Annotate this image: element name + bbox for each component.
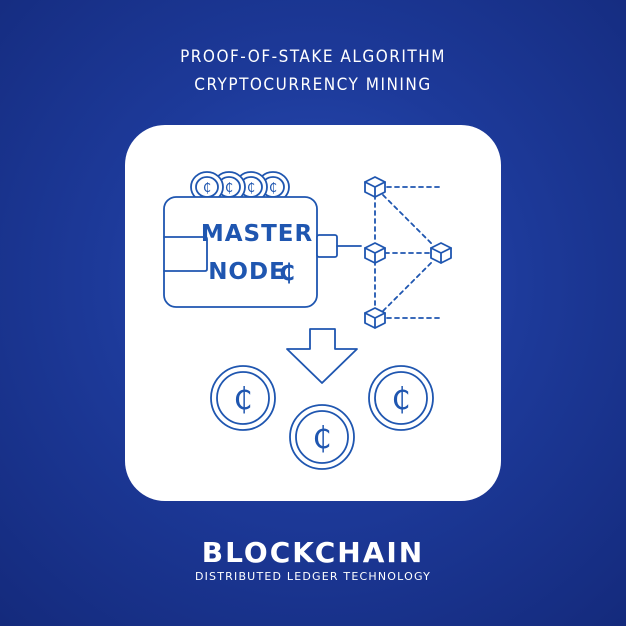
title-line-2: CRYPTOCURRENCY MINING [194,75,432,95]
brand-name: BLOCKCHAIN [201,536,425,569]
illustration-card: ₵ ₵ ₵ ₵ [125,125,501,501]
node-coin-symbol: ₵ [279,260,295,286]
wallet-icon [163,196,362,308]
title-line-1: PROOF-OF-STAKE ALGORITHM [180,47,446,67]
brand-tagline: DISTRIBUTED LEDGER TECHNOLOGY [194,570,432,583]
wallet-label-node: NODE [208,259,286,285]
coin-symbol: ₵ [247,181,255,196]
coin-icon: ₵ [368,365,434,431]
coin-symbol: ₵ [203,181,211,196]
coin-symbol: ₵ [312,421,331,456]
coin-symbol: ₵ [269,181,277,196]
coin-stack-icon: ₵ ₵ ₵ ₵ [190,171,290,203]
down-arrow-icon [286,328,358,384]
master-node-illustration: ₵ ₵ ₵ ₵ [163,171,452,470]
coin-symbol: ₵ [225,181,233,196]
blockchain-network-icon [364,176,452,329]
wallet-label-master: MASTER [201,221,313,247]
coin-symbol: ₵ [391,382,410,417]
coin-icon: ₵ [289,404,355,470]
coin-symbol: ₵ [233,382,252,417]
coin-icon: ₵ [210,365,276,431]
